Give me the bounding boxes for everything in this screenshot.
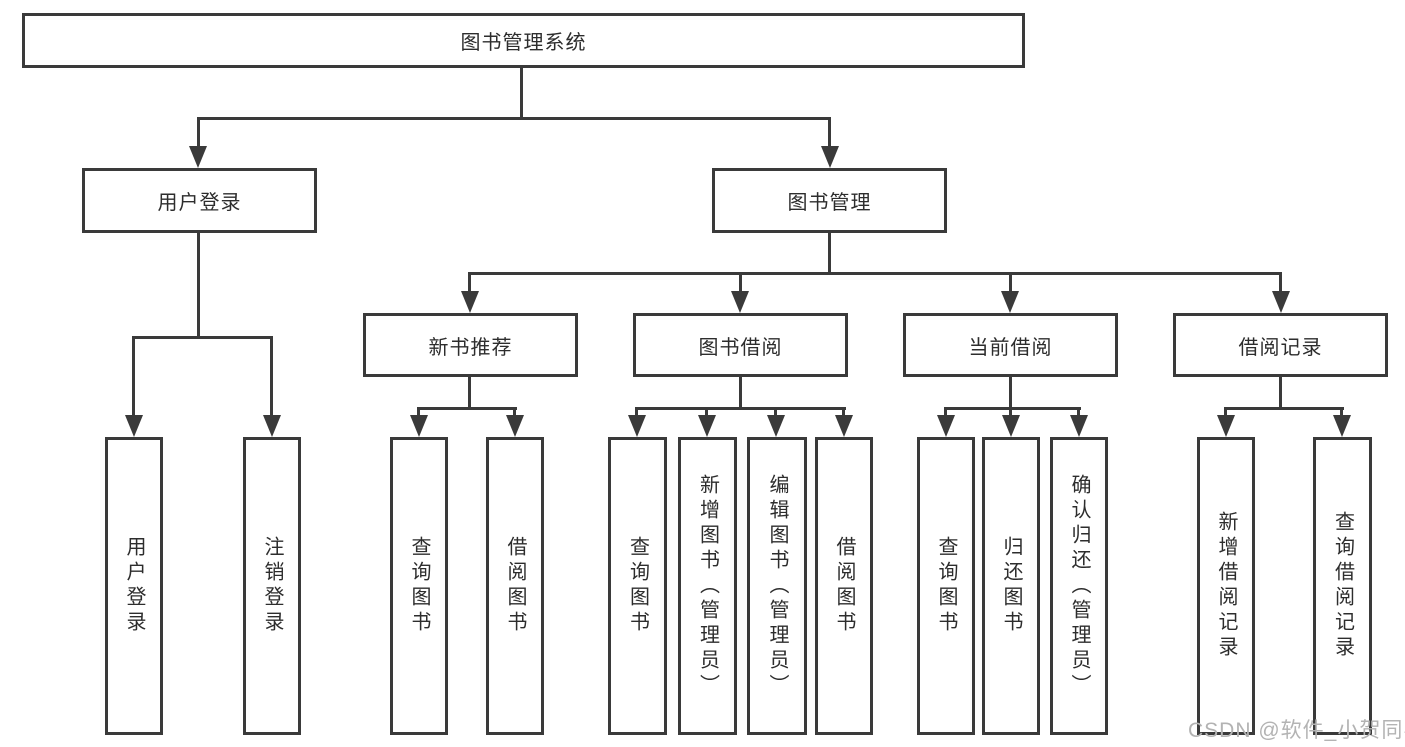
connector-leaf-shaft <box>132 336 135 417</box>
leaf-return-book: 归还图书 <box>982 437 1040 735</box>
connector-leaf-shaft <box>270 336 273 417</box>
node-label: 图书管理系统 <box>460 32 587 54</box>
connector-leaf-shaft <box>635 407 638 418</box>
connector-root-stem <box>520 68 523 119</box>
leaf-label: 查询图书 <box>626 536 649 636</box>
node-book-borrowing: 图书借阅 <box>633 313 848 377</box>
connector-user-login-horizontal <box>132 336 273 339</box>
arrowhead-icon <box>1333 415 1351 437</box>
connector-leaf-shaft <box>944 407 947 418</box>
leaf-query-books-recommend: 查询图书 <box>390 437 448 735</box>
leaf-label: 用户登录 <box>123 536 145 636</box>
node-label: 图书管理 <box>787 192 872 214</box>
node-label: 图书借阅 <box>698 336 783 359</box>
node-user-login: 用户登录 <box>82 168 317 233</box>
connector-book-mgmt-stem <box>828 233 831 275</box>
leaf-borrow-books-borrowing: 借阅图书 <box>815 437 873 735</box>
leaf-label: 借阅图书 <box>833 536 855 636</box>
arrowhead-icon <box>410 415 428 437</box>
connector-leaf-shaft <box>513 407 516 418</box>
connector-section-shaft <box>468 272 471 293</box>
leaf-user-login: 用户登录 <box>105 437 163 735</box>
arrowhead-icon <box>1002 415 1020 437</box>
arrowhead-icon <box>1272 291 1290 313</box>
node-label: 借阅记录 <box>1238 336 1323 359</box>
arrowhead-book-mgmt-icon <box>821 146 839 168</box>
leaf-label: 借阅图书 <box>504 536 526 636</box>
connector-root-horizontal <box>197 117 831 120</box>
connector-leaf-shaft <box>1009 407 1012 418</box>
arrowhead-user-login-icon <box>189 146 207 168</box>
connector-leaf-shaft <box>705 407 708 418</box>
connector-leaf-shaft <box>1077 407 1080 418</box>
arrowhead-icon <box>767 415 785 437</box>
leaf-edit-book-admin: 编辑图书（管理员） <box>747 437 807 735</box>
arrowhead-icon <box>125 415 143 437</box>
leaf-confirm-return-admin: 确认归还（管理员） <box>1050 437 1108 735</box>
arrowhead-icon <box>1001 291 1019 313</box>
arrowhead-icon <box>1070 415 1088 437</box>
leaf-label: 查询图书 <box>408 536 430 636</box>
leaf-logout: 注销登录 <box>243 437 301 735</box>
arrowhead-icon <box>263 415 281 437</box>
connector-section-shaft <box>739 272 742 293</box>
connector-level3-horizontal <box>468 272 1282 275</box>
node-label: 新书推荐 <box>428 336 513 359</box>
leaf-add-book-admin: 新增图书（管理员） <box>678 437 737 735</box>
leaf-label: 归还图书 <box>1000 536 1022 636</box>
connector-section-stem <box>739 377 742 410</box>
node-label: 当前借阅 <box>968 336 1053 359</box>
arrowhead-icon <box>698 415 716 437</box>
leaf-label: 注销登录 <box>261 536 283 636</box>
leaf-label: 编辑图书（管理员） <box>766 473 788 699</box>
connector-leaf-shaft <box>1224 407 1227 418</box>
connector-leaf-shaft <box>1340 407 1343 418</box>
connector-leaf-shaft <box>774 407 777 418</box>
leaf-label: 查询图书 <box>935 536 957 636</box>
leaf-label: 新增借阅记录 <box>1215 511 1237 661</box>
leaf-label: 确认归还（管理员） <box>1068 473 1090 699</box>
arrowhead-icon <box>506 415 524 437</box>
connector-section-stem <box>1279 377 1282 410</box>
arrowhead-icon <box>835 415 853 437</box>
connector-section-stem <box>468 377 471 410</box>
node-new-book-recommendation: 新书推荐 <box>363 313 578 377</box>
connector-user-login-stem <box>197 233 200 339</box>
node-library-management-system: 图书管理系统 <box>22 13 1025 68</box>
leaf-query-books-current: 查询图书 <box>917 437 975 735</box>
arrowhead-icon <box>731 291 749 313</box>
leaf-borrow-books-recommend: 借阅图书 <box>486 437 544 735</box>
connector-leaf-shaft <box>417 407 420 418</box>
leaf-add-borrow-record: 新增借阅记录 <box>1197 437 1255 735</box>
node-borrowing-records: 借阅记录 <box>1173 313 1388 377</box>
connector-group-horizontal <box>1224 407 1344 410</box>
connector-group-horizontal <box>944 407 1081 410</box>
node-label: 用户登录 <box>157 192 242 214</box>
arrowhead-icon <box>461 291 479 313</box>
arrowhead-icon <box>937 415 955 437</box>
leaf-label: 查询借阅记录 <box>1331 511 1354 661</box>
node-book-management: 图书管理 <box>712 168 947 233</box>
leaf-query-books-borrowing: 查询图书 <box>608 437 667 735</box>
connector-section-shaft <box>1279 272 1282 293</box>
arrowhead-icon <box>628 415 646 437</box>
connector-leaf-shaft <box>842 407 845 418</box>
connector-group-horizontal <box>417 407 517 410</box>
leaf-label: 新增图书（管理员） <box>696 473 719 699</box>
connector-section-shaft <box>1009 272 1012 293</box>
csdn-watermark: CSDN @软件_小贺同学 <box>1188 719 1405 742</box>
leaf-query-borrow-record: 查询借阅记录 <box>1313 437 1372 735</box>
connector-group-horizontal <box>635 407 846 410</box>
arrowhead-icon <box>1217 415 1235 437</box>
connector-user-login-shaft <box>197 117 200 150</box>
connector-book-mgmt-shaft <box>828 117 831 150</box>
node-current-borrowing: 当前借阅 <box>903 313 1118 377</box>
connector-section-stem <box>1009 377 1012 410</box>
